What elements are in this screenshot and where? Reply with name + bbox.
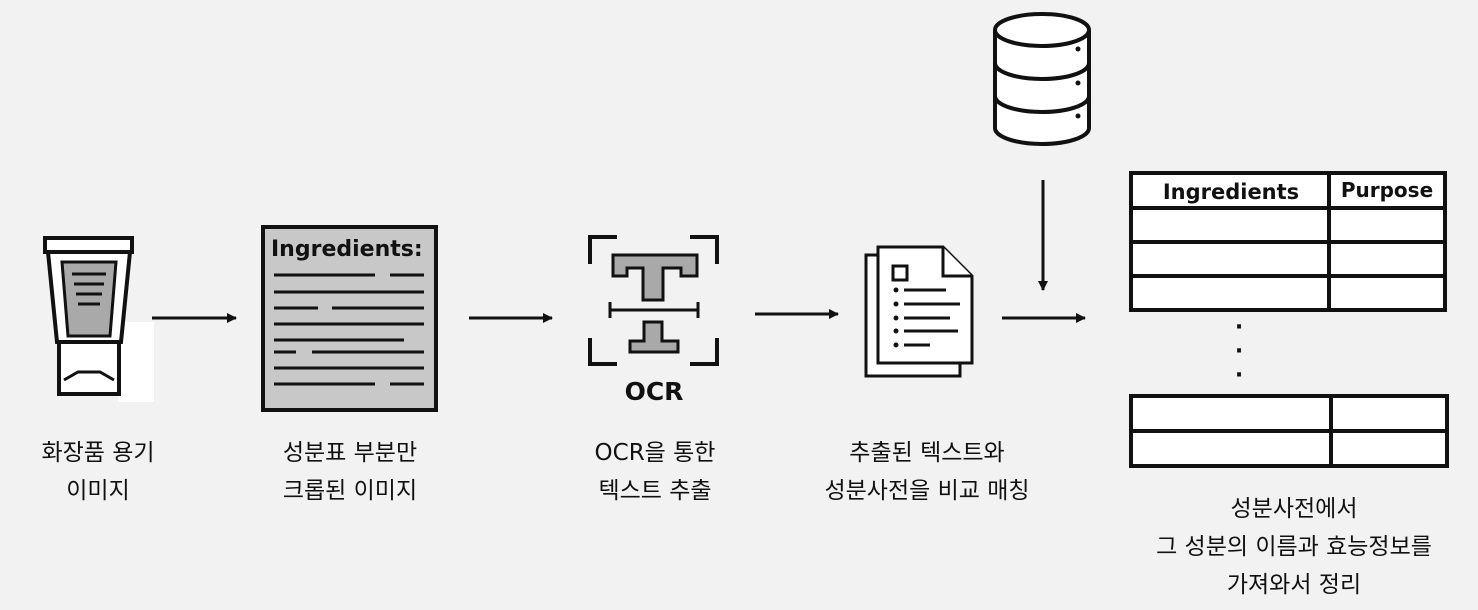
caption-step-3: OCR을 통한 텍스트 추출 <box>594 440 716 504</box>
table-top: Ingredients Purpose <box>1129 171 1447 312</box>
svg-text:·: · <box>1235 339 1243 364</box>
database-icon <box>993 12 1091 146</box>
ingredients-label-icon: Ingredients: <box>261 225 438 412</box>
caption-step-5: 성분사전에서 그 성분의 이름과 효능정보를 가져와서 정리 <box>1156 496 1432 598</box>
cosmetic-tube-icon <box>43 236 154 402</box>
ocr-label: OCR <box>625 377 684 406</box>
svg-text:·: · <box>1235 363 1243 388</box>
caption-step-4: 추출된 텍스트와 성분사전을 비교 매칭 <box>824 440 1030 504</box>
document-list-icon <box>864 245 974 378</box>
result-table-icon: Ingredients Purpose · · · <box>1129 171 1449 468</box>
table-header-purpose: Purpose <box>1341 178 1433 202</box>
table-bottom <box>1129 394 1449 468</box>
ocr-scan-icon: OCR <box>588 235 719 406</box>
ingredients-label-title: Ingredients: <box>271 237 423 262</box>
table-header-ingredients: Ingredients <box>1163 180 1299 204</box>
caption-step-1: 화장품 용기 이미지 <box>41 440 155 504</box>
caption-step-2: 성분표 부분만 크롭된 이미지 <box>282 440 418 504</box>
table-ellipsis: · · · <box>1235 315 1243 388</box>
svg-text:·: · <box>1235 315 1243 340</box>
